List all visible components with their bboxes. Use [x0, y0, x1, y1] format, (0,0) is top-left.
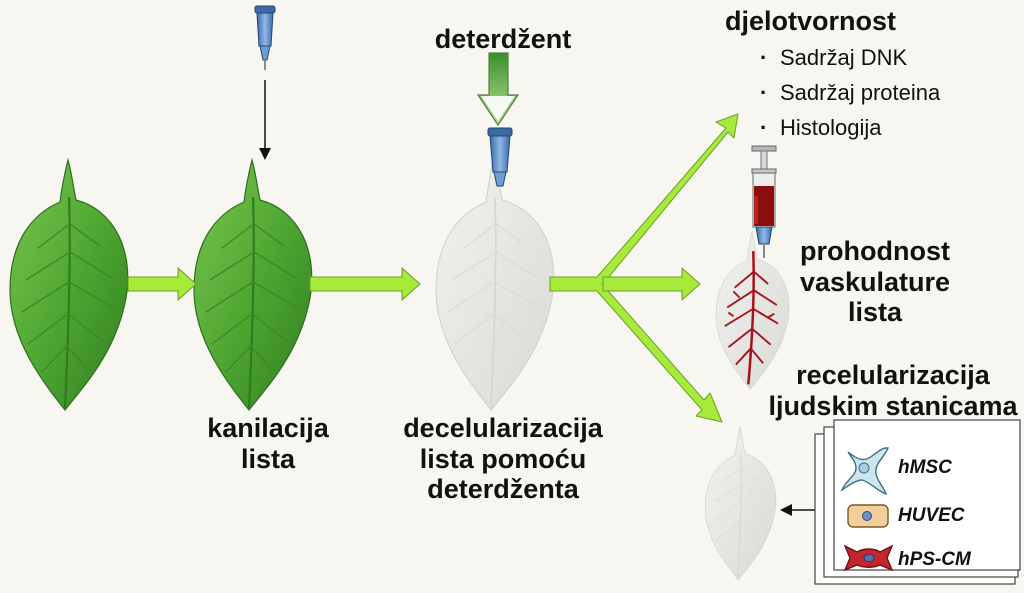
- decellularization-label-line: lista pomoću: [419, 443, 587, 474]
- patency-label-line: vaskulature: [799, 266, 951, 297]
- efficacy-title: djelotvornost: [725, 6, 897, 36]
- decellularization-label-line: deterdženta: [427, 474, 579, 504]
- cardiomyocyte-icon: [843, 544, 894, 572]
- endothelial-cell-icon: [847, 504, 889, 528]
- efficacy-list: Sadržaj DNK Sadržaj proteina Histologija: [760, 40, 940, 145]
- decellularization-label-line: decelularizacija: [403, 413, 603, 443]
- patency-label-line: lista: [847, 297, 903, 327]
- process-arrow: [309, 266, 421, 302]
- patency-label-line: prohodnost: [800, 236, 950, 266]
- cannulation-label: kanilacija lista: [193, 413, 343, 474]
- recellularized-leaf: [704, 425, 777, 581]
- decellularization-label: decelularizacija lista pomoću deterdžent…: [383, 413, 623, 505]
- fresh-leaf: [8, 158, 129, 412]
- recellularization-label-line: ljudskim stanicama: [768, 390, 1018, 421]
- detergent-flow-arrow: [476, 52, 520, 127]
- perfusion-needle-icon: [487, 127, 513, 187]
- process-arrow: [127, 266, 197, 302]
- cannulation-label-line: lista: [240, 443, 296, 474]
- branching-arrow: [549, 113, 739, 423]
- recellularization-label-line: recelularizacija: [796, 360, 990, 390]
- cell-label-huvec: HUVEC: [898, 505, 965, 526]
- patency-label: prohodnost vaskulature lista: [790, 236, 960, 328]
- cannulated-leaf: [192, 158, 313, 412]
- cannula-needle-icon: [254, 5, 276, 160]
- efficacy-item: Histologija: [760, 110, 940, 145]
- detergent-label: deterdžent: [434, 24, 572, 54]
- efficacy-item: Sadržaj DNK: [760, 40, 940, 75]
- perfused-leaf: [715, 230, 790, 390]
- cell-label-hpscm: hPS-CM: [898, 549, 971, 570]
- syringe-icon: [751, 145, 777, 258]
- decellularized-leaf: [435, 153, 555, 411]
- cell-label-hmsc: hMSC: [898, 457, 952, 478]
- cannulation-label-line: kanilacija: [207, 413, 329, 443]
- efficacy-item: Sadržaj proteina: [760, 75, 940, 110]
- recellularization-label: recelularizacija ljudskim stanicama: [762, 360, 1024, 421]
- mesenchymal-stem-cell-icon: [840, 447, 889, 496]
